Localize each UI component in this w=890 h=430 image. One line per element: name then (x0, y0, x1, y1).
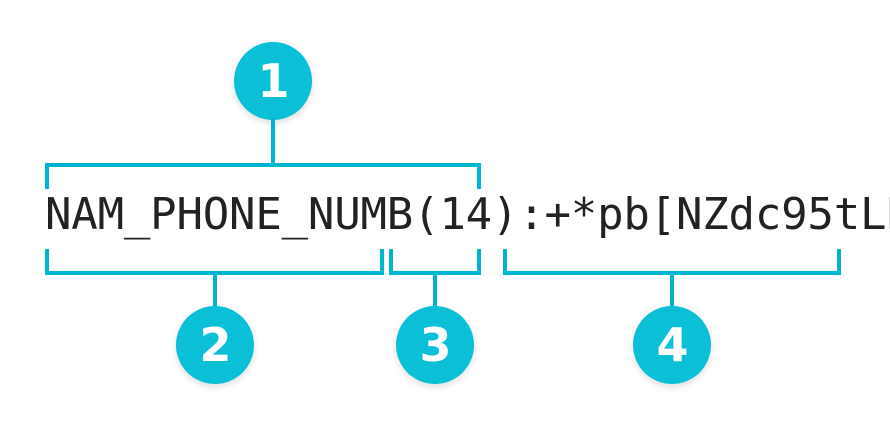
bracket-span-1 (45, 163, 481, 189)
callout-badge-4-number: 4 (656, 318, 688, 372)
callout-stem-4 (670, 271, 674, 307)
callout-badge-4[interactable]: 4 (633, 306, 711, 384)
callout-stem-1 (271, 118, 275, 166)
callout-badge-2-number: 2 (199, 318, 231, 372)
callout-badge-1-number: 1 (257, 54, 289, 108)
code-string-text: NAM_PHONE_NUMB(14):+*pb[NZdc95tLB (45, 188, 890, 240)
callout-badge-1[interactable]: 1 (234, 42, 312, 120)
callout-stem-2 (213, 271, 217, 307)
callout-stem-3 (433, 271, 437, 307)
callout-badge-3[interactable]: 3 (396, 306, 474, 384)
callout-badge-3-number: 3 (419, 318, 451, 372)
callout-badge-2[interactable]: 2 (176, 306, 254, 384)
